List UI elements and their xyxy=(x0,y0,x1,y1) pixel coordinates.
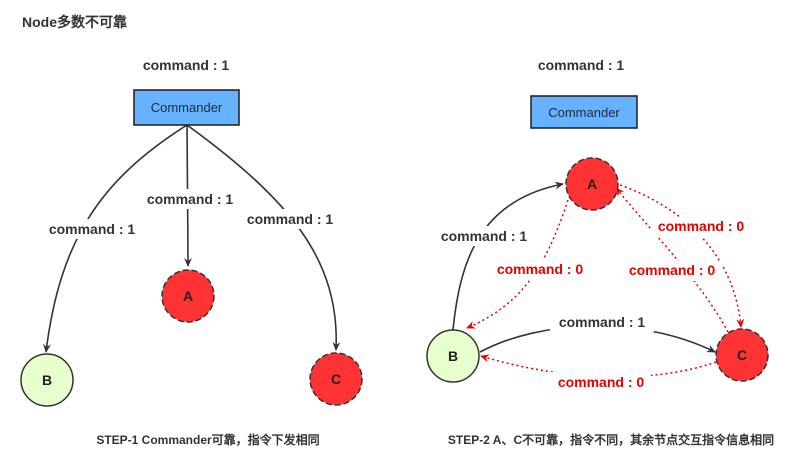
right-label-bg-c-to-a xyxy=(622,261,722,281)
right-edge-label-c-to-a: command : 0 xyxy=(629,262,716,278)
left-edge-commander-to-b xyxy=(43,124,188,353)
right-commander-box xyxy=(530,95,638,129)
left-node-a-label: A xyxy=(183,288,193,304)
left-caption: STEP-1 Commander可靠，指令下发相同 xyxy=(96,432,319,447)
right-edge-label-a-to-c: command : 0 xyxy=(658,218,745,234)
left-node-a xyxy=(161,269,215,323)
left-diagram: command : 1 Commander command : 1 comman… xyxy=(20,57,363,447)
left-label-bg-a xyxy=(138,189,242,209)
right-edge-c-to-a xyxy=(615,187,729,333)
left-commander-label: Commander xyxy=(151,100,223,115)
left-node-b xyxy=(20,353,74,407)
right-node-a xyxy=(565,157,619,211)
right-edge-a-to-b xyxy=(466,199,569,329)
right-node-b xyxy=(426,329,480,383)
right-label-bg-a-to-c xyxy=(651,217,751,237)
left-node-c xyxy=(309,352,363,406)
right-edge-label-b-to-a: command : 1 xyxy=(441,228,528,244)
right-label-bg-c-to-b xyxy=(551,372,651,392)
right-label-bg-b-to-a xyxy=(432,226,536,246)
left-edge-label-to-b: command : 1 xyxy=(49,221,136,237)
left-label-bg-b xyxy=(40,219,144,239)
right-edge-label-a-to-b: command : 0 xyxy=(497,261,584,277)
left-edge-label-to-a: command : 1 xyxy=(147,191,234,207)
left-node-c-label: C xyxy=(331,371,341,387)
right-edge-a-to-c xyxy=(619,184,745,328)
right-edge-label-c-to-b: command : 0 xyxy=(558,374,645,390)
left-node-b-label: B xyxy=(42,372,52,388)
right-edge-b-to-a xyxy=(452,181,564,331)
right-label-bg-a-to-b xyxy=(490,260,590,280)
right-edge-label-b-to-c: command : 1 xyxy=(559,314,646,330)
right-edge-c-to-b xyxy=(480,354,717,378)
right-node-c xyxy=(715,328,769,382)
left-label-bg-c xyxy=(238,209,342,229)
right-caption: STEP-2 A、C不可靠，指令不同，其余节点交互指令信息相同 xyxy=(448,432,774,447)
right-diagram: command : 1 Commander command : 1 comman… xyxy=(426,57,774,447)
left-top-label: command : 1 xyxy=(143,57,230,73)
left-edge-label-to-c: command : 1 xyxy=(247,211,334,227)
right-top-label: command : 1 xyxy=(538,57,625,73)
left-edge-commander-to-c xyxy=(186,124,341,351)
right-node-a-label: A xyxy=(587,176,597,192)
right-commander-label: Commander xyxy=(548,105,620,120)
diagram-title: Node多数不可靠 xyxy=(22,14,127,30)
right-node-b-label: B xyxy=(448,348,458,364)
left-commander-box xyxy=(133,89,240,126)
right-label-bg-b-to-c xyxy=(550,312,654,332)
right-node-c-label: C xyxy=(737,347,747,363)
